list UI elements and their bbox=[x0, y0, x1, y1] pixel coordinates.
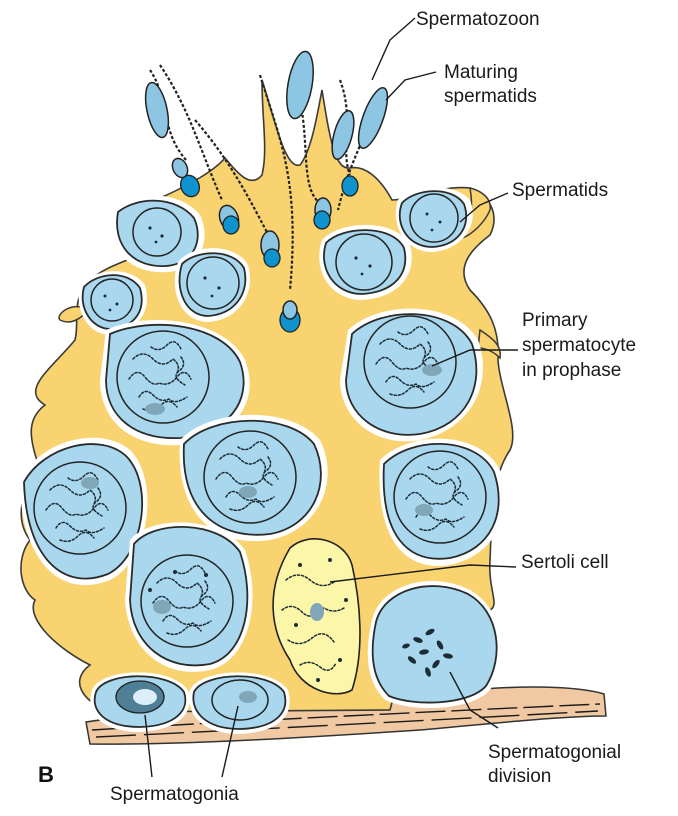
label-spermatogonia: Spermatogonia bbox=[110, 784, 239, 806]
label-division-line1: Spermatogonial bbox=[488, 742, 621, 764]
panel-letter: B bbox=[38, 762, 54, 788]
label-division-line2: division bbox=[488, 766, 551, 788]
maturing-spermatid-4 bbox=[314, 198, 331, 229]
maturing-spermatid-1 bbox=[141, 81, 202, 200]
label-maturing-line2: spermatids bbox=[444, 86, 537, 108]
label-primary-line1: Primary bbox=[522, 310, 587, 332]
label-primary-line3: in prophase bbox=[522, 360, 621, 382]
spermatogonial-division-cell bbox=[368, 581, 502, 708]
label-spermatozoon: Spermatozoon bbox=[416, 9, 540, 31]
label-sertoli-cell: Sertoli cell bbox=[521, 552, 609, 574]
spermatogonium-2 bbox=[189, 672, 290, 734]
primary-spermatocyte-6 bbox=[125, 522, 252, 672]
maturing-spermatid-6 bbox=[353, 85, 394, 152]
label-maturing-line1: Maturing bbox=[444, 62, 518, 84]
label-primary-line2: spermatocyte bbox=[522, 335, 636, 357]
label-spermatids: Spermatids bbox=[512, 180, 608, 202]
spermatogonium-1 bbox=[90, 672, 189, 732]
